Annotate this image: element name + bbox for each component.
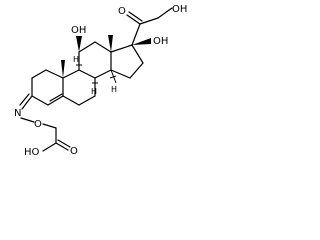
oxime-oxygen-label: O: [34, 119, 42, 130]
oxime: N O O HO: [14, 93, 78, 158]
ring-d: [110, 44, 144, 79]
ketone-oxygen-label: O: [118, 6, 126, 17]
ring-a: [31, 69, 64, 106]
c17-hydroxyl: OH: [132, 36, 168, 47]
oxime-nitrogen-label: N: [14, 108, 21, 119]
oh-c21-label: OH: [172, 4, 187, 15]
ring-c: [78, 41, 112, 79]
h-c9-label: H: [73, 55, 79, 64]
chemical-structure: OH O OH OH H H H N O O: [14, 4, 187, 158]
side-chain: O OH: [118, 4, 187, 46]
h-c8-label: H: [91, 87, 97, 96]
stereo-hydrogens: H H H: [73, 55, 117, 96]
methyl-groups: [61, 35, 113, 78]
c11-hydroxyl: OH: [71, 25, 86, 52]
oh-c17-label: OH: [153, 36, 168, 47]
cooh-label: HO: [24, 147, 40, 158]
cooh-oxygen-label: O: [70, 146, 78, 157]
oh-c11-label: OH: [71, 25, 86, 36]
h-c14-label: H: [111, 85, 117, 94]
